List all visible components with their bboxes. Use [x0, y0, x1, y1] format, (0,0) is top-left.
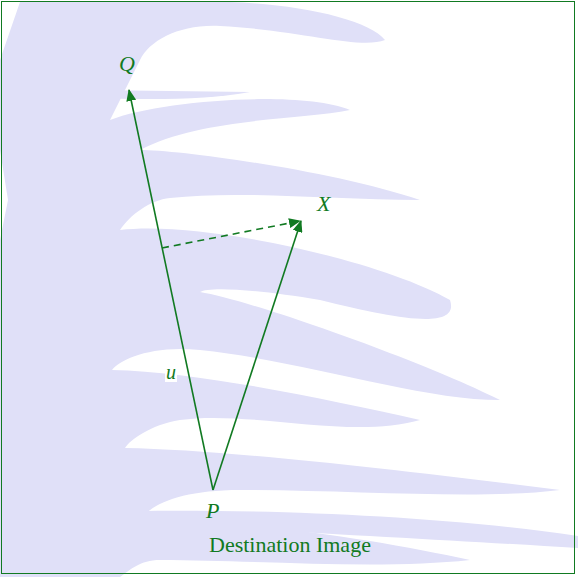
point-label: Q [119, 53, 135, 75]
vector-arrows [129, 90, 301, 490]
point-label: X [317, 193, 330, 215]
point-label: P [206, 500, 219, 522]
caption-text: Destination Image [209, 534, 371, 556]
vector-label: u [165, 362, 177, 382]
